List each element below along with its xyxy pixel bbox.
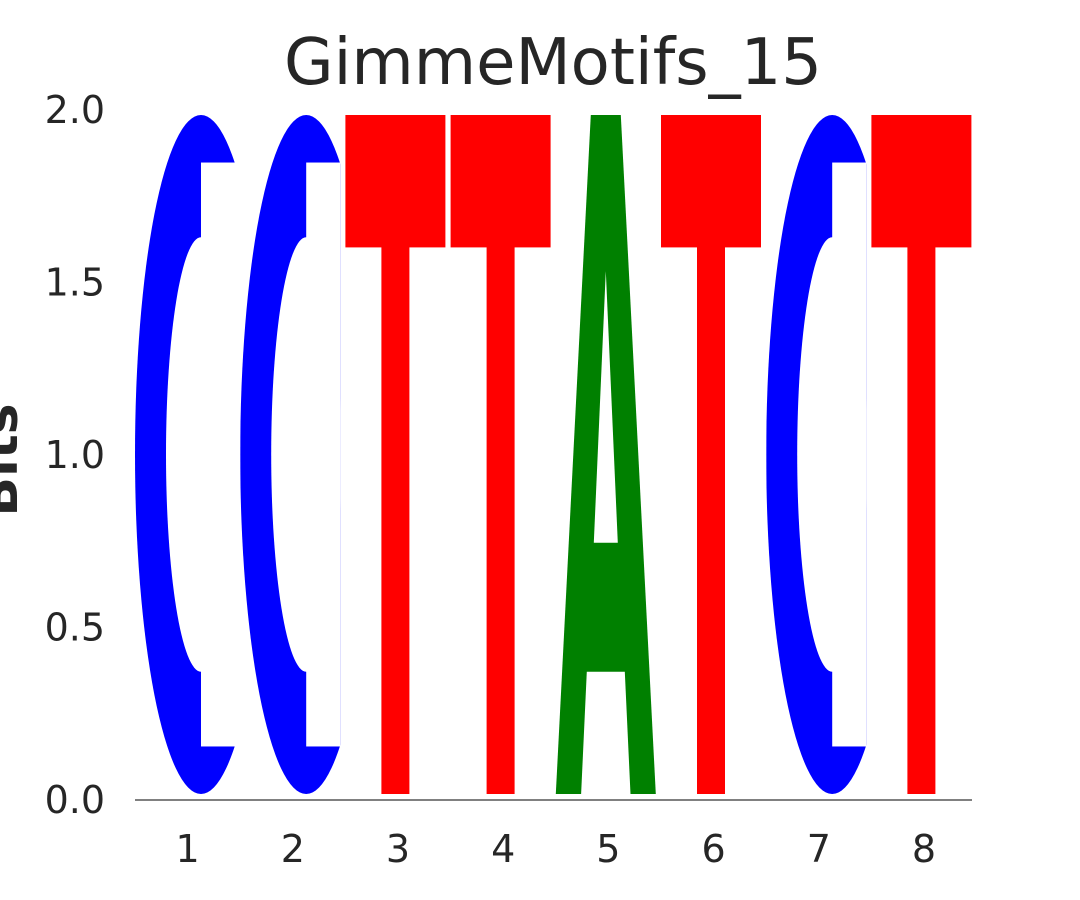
- y-tick-label: 0.5: [45, 606, 105, 650]
- x-tick-label: 3: [386, 827, 410, 871]
- y-tick-label: 1.5: [45, 261, 105, 305]
- logo-letter-C-pos1: [135, 115, 235, 794]
- logo-letter-C-pos2: [240, 115, 341, 794]
- y-tick-label: 2.0: [45, 88, 105, 132]
- logo-letter-T-pos6: [661, 115, 761, 794]
- y-tick-label: 0.0: [45, 778, 105, 822]
- x-tick-label: 1: [176, 827, 200, 871]
- letter-t-stem: [381, 115, 410, 794]
- y-tick-label: 1.0: [45, 433, 105, 477]
- x-tick-label: 7: [807, 827, 831, 871]
- letter-t-stem: [486, 115, 515, 794]
- logo-letter-T-pos8: [871, 115, 972, 794]
- x-tick-label: 8: [912, 827, 936, 871]
- x-tick-label: 6: [702, 827, 726, 871]
- y-axis-label: Bits: [0, 403, 30, 516]
- logo-letter-T-pos3: [345, 115, 446, 794]
- letter-t-stem: [907, 115, 936, 794]
- letter-t-stem: [697, 115, 725, 794]
- x-tick-label: 4: [491, 827, 515, 871]
- x-tick-label: 5: [596, 827, 620, 871]
- chart-title: GimmeMotifs_15: [284, 26, 822, 100]
- logo-letter-A-pos5: [555, 115, 656, 801]
- logo-letter-T-pos4: [450, 115, 551, 794]
- x-tick-label: 2: [281, 827, 305, 871]
- logo-letter-C-pos7: [766, 115, 867, 794]
